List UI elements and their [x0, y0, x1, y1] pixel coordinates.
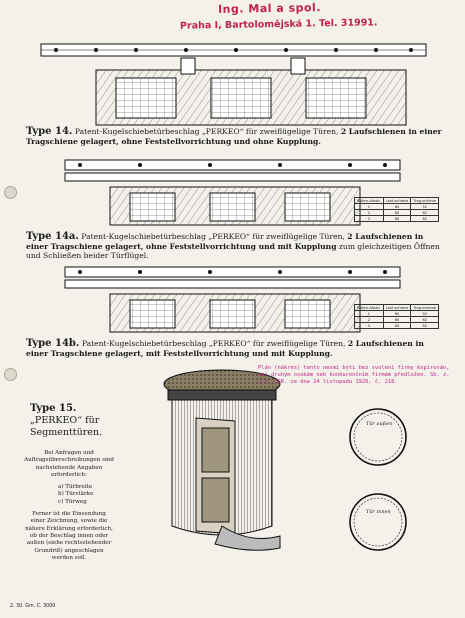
type14-label: Type 14.: [26, 126, 73, 137]
label-door-outside: Tür außen: [366, 421, 393, 427]
type14a-caption: Type 14a. Patent-Kugelschiebetürbeschlag…: [26, 231, 440, 261]
type14a-drawing: [64, 159, 401, 226]
type14-caption: Type 14. Patent-Kugelschiebetürbeschlag …: [26, 126, 442, 146]
table-row: 3 60 62: [354, 215, 440, 222]
inquiry-text: Bei Anfragen und Auftragsüberschreibunge…: [24, 450, 114, 561]
table-row: 3 60 62: [354, 322, 440, 329]
segment-door-illustration: [163, 369, 281, 551]
binder-hole: [4, 186, 17, 199]
copyright-notice: Plán (nákres) tento nesmí býti bez svole…: [258, 365, 450, 386]
type15-label: Type 15.: [30, 403, 77, 414]
type14b-label: Type 14b.: [26, 338, 80, 349]
type15-heading: Type 15. „PERKEO“ für Segmenttüren.: [30, 403, 103, 438]
list-item: c) Türweg: [58, 498, 87, 505]
print-code: 2. 30. Gm. C. 3000: [10, 604, 56, 609]
plan-circle-inner: [349, 493, 407, 551]
dimension-table: Rollen-Abstd. Lauf-schiene Trag-schiene …: [354, 304, 440, 329]
type14b-drawing: [64, 266, 401, 333]
type14a-label: Type 14a.: [26, 231, 79, 242]
plan-circle-outer: [349, 408, 407, 466]
type14b-caption: Type 14b. Patent-Kugelschiebetürbeschlag…: [26, 338, 424, 358]
dimension-table: Rollen-Abstd. Lauf-schiene Trag-schiene …: [354, 197, 440, 222]
stamp-company-address: Praha I, Bartolomějská 1. Tel. 31991.: [179, 17, 378, 32]
list-item: b) Türstärke: [58, 491, 94, 498]
type14-drawing: [40, 43, 427, 126]
label-door-inside: Tür innen: [366, 509, 391, 515]
binder-hole: [4, 368, 17, 381]
list-item: a) Türbreite: [58, 484, 93, 491]
table-header-row: Rollen-Abstd. Lauf-schiene Trag-schiene: [354, 197, 440, 204]
stamp-company-name: Ing. Mal a spol.: [217, 1, 322, 16]
